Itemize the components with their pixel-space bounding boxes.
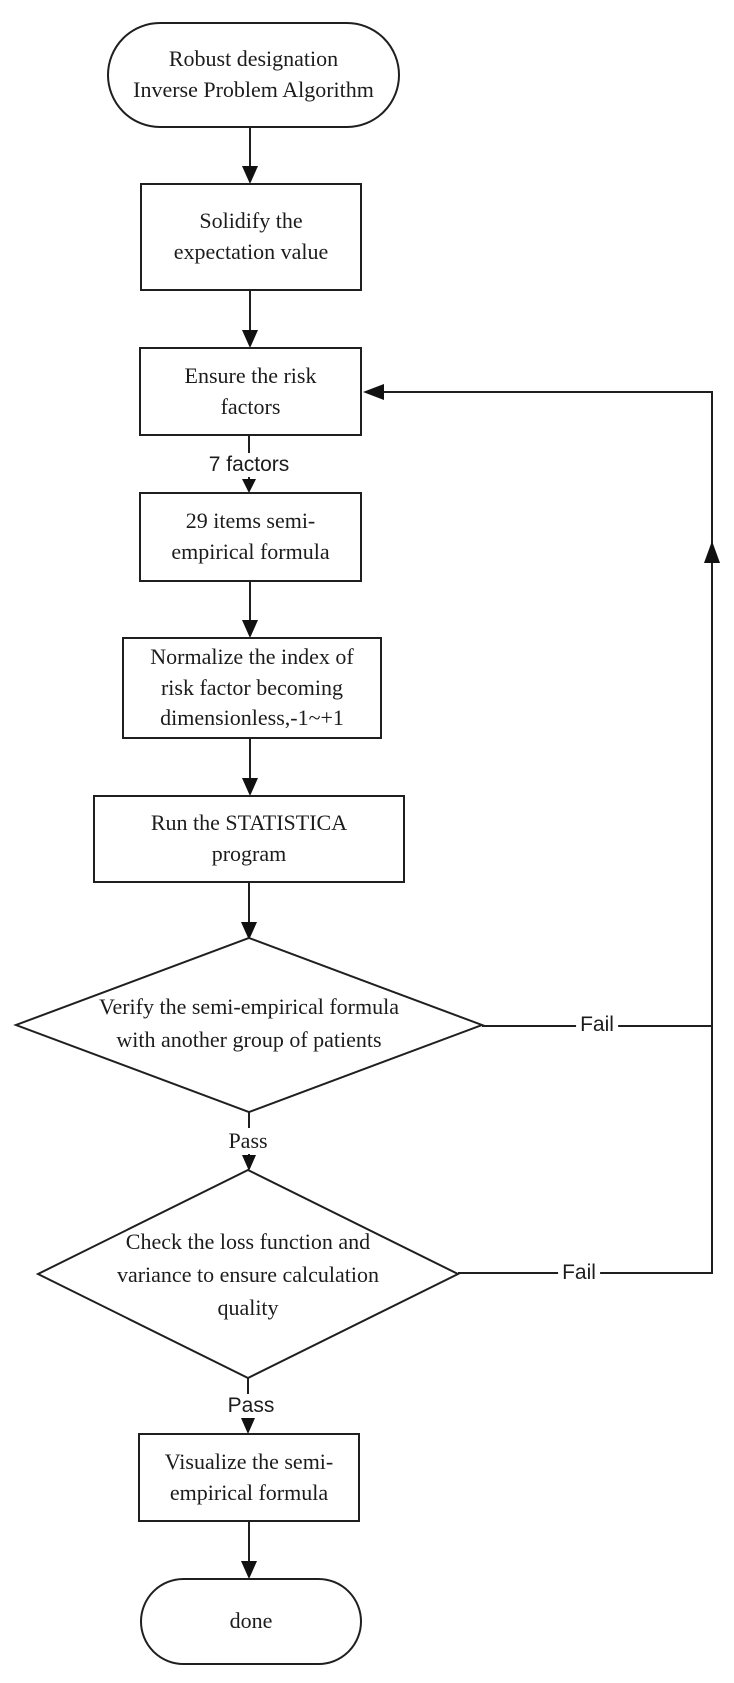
arrowhead-down-icon <box>242 778 258 796</box>
edge-label-seven-factors: 7 factors <box>204 453 294 477</box>
arrowhead-down-icon <box>241 1561 257 1579</box>
arrowhead-down-icon <box>241 922 257 940</box>
edge-label-fail-2: Fail <box>558 1261 600 1285</box>
process-solidify-node: Solidify the expectation value <box>140 183 362 291</box>
process-ensure-node: Ensure the risk factors <box>139 347 362 436</box>
edge-label-fail-1: Fail <box>576 1013 618 1037</box>
edge-label-pass-1: Pass <box>224 1128 272 1154</box>
decision-check-label: Check the loss function and variance to … <box>116 1228 380 1320</box>
process-29-items-node: 29 items semi- empirical formula <box>139 492 362 582</box>
arrowhead-down-icon <box>242 330 258 348</box>
arrowhead-down-icon <box>242 620 258 638</box>
process-run-statistica-node: Run the STATISTICA program <box>93 795 405 883</box>
process-visualize-node: Visualize the semi- empirical formula <box>138 1433 360 1522</box>
arrowhead-down-icon <box>241 1418 255 1434</box>
end-node: done <box>140 1578 362 1665</box>
start-node: Robust designation Inverse Problem Algor… <box>107 22 400 128</box>
arrowhead-up-icon <box>704 541 720 563</box>
arrowhead-left-icon <box>363 384 384 400</box>
arrowhead-down-icon <box>242 166 258 184</box>
edge-label-pass-2: Pass <box>223 1394 279 1418</box>
process-normalize-node: Normalize the index of risk factor becom… <box>122 637 382 739</box>
decision-verify-label: Verify the semi-empirical formula with a… <box>99 994 399 1052</box>
arrowhead-down-icon <box>242 1155 256 1171</box>
arrowhead-down-icon <box>242 479 256 493</box>
